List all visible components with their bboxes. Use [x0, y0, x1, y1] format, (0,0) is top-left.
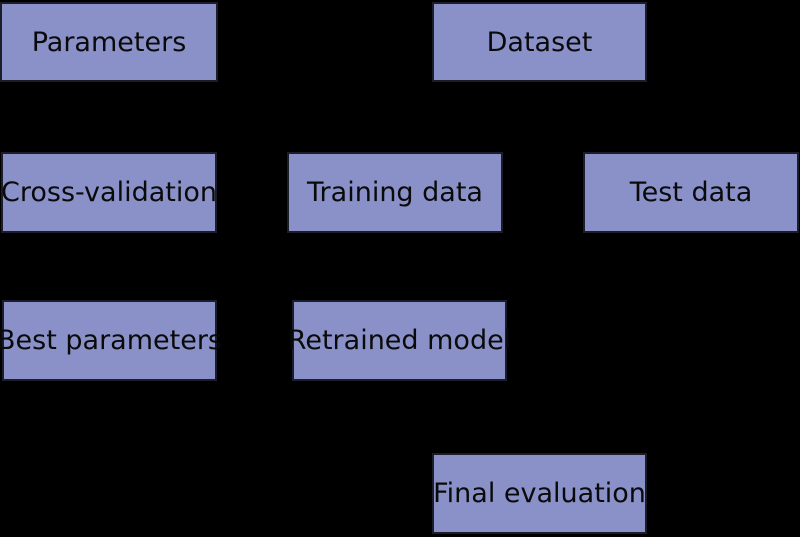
- node-cross-validation-label: Cross-validation: [1, 177, 217, 208]
- node-dataset-label: Dataset: [486, 26, 593, 58]
- node-final-evaluation-label: Final evaluation: [433, 478, 646, 509]
- node-test-data: Test data: [583, 152, 799, 233]
- node-training-data-label: Training data: [307, 177, 483, 208]
- node-retrained-model: Retrained model: [288, 300, 511, 381]
- node-parameters-label: Parameters: [31, 26, 187, 58]
- node-final-evaluation: Final evaluation: [432, 453, 647, 534]
- node-test-data-label: Test data: [629, 177, 753, 208]
- node-dataset: Dataset: [432, 2, 647, 82]
- node-cross-validation: Cross-validation: [1, 152, 217, 233]
- node-best-parameters-label: Best parameters: [0, 325, 222, 356]
- node-retrained-model-label: Retrained model: [287, 325, 512, 356]
- node-best-parameters: Best parameters: [0, 300, 222, 381]
- node-parameters: Parameters: [0, 2, 218, 82]
- node-training-data: Training data: [287, 152, 503, 233]
